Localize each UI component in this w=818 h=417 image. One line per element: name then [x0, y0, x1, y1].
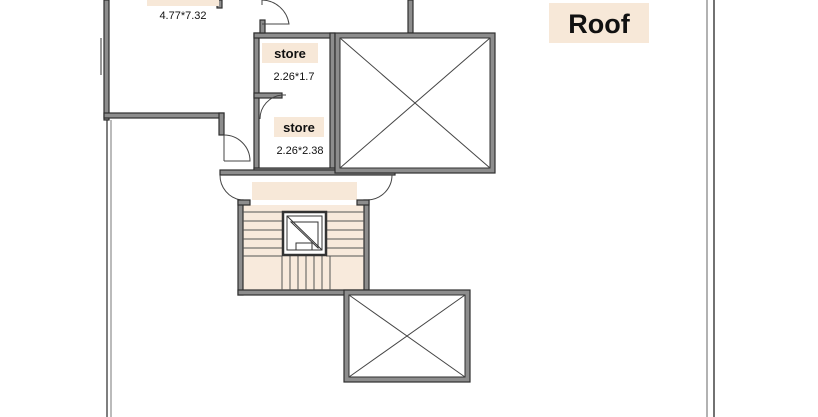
store1-name: store	[274, 46, 306, 61]
store1: store 2.26*1.7	[262, 43, 318, 83]
shaft-lower	[343, 289, 471, 383]
doors	[223, 0, 290, 162]
stair-core	[237, 199, 370, 296]
store1-dimensions: 2.26*1.7	[274, 71, 315, 83]
stair-entry	[219, 169, 396, 201]
main-room-dimensions: 4.77*7.32	[159, 10, 206, 22]
roof-label-text: Roof	[568, 9, 630, 39]
roof-label: Roof	[549, 3, 649, 43]
store2: store 2.26*2.38	[274, 117, 324, 157]
roof-boundary	[106, 0, 715, 417]
store2-dimensions: 2.26*2.38	[276, 145, 323, 157]
main-room-label: 4.77*7.32	[147, 0, 219, 22]
store2-name: store	[283, 120, 315, 135]
shaft-upper	[334, 32, 496, 174]
